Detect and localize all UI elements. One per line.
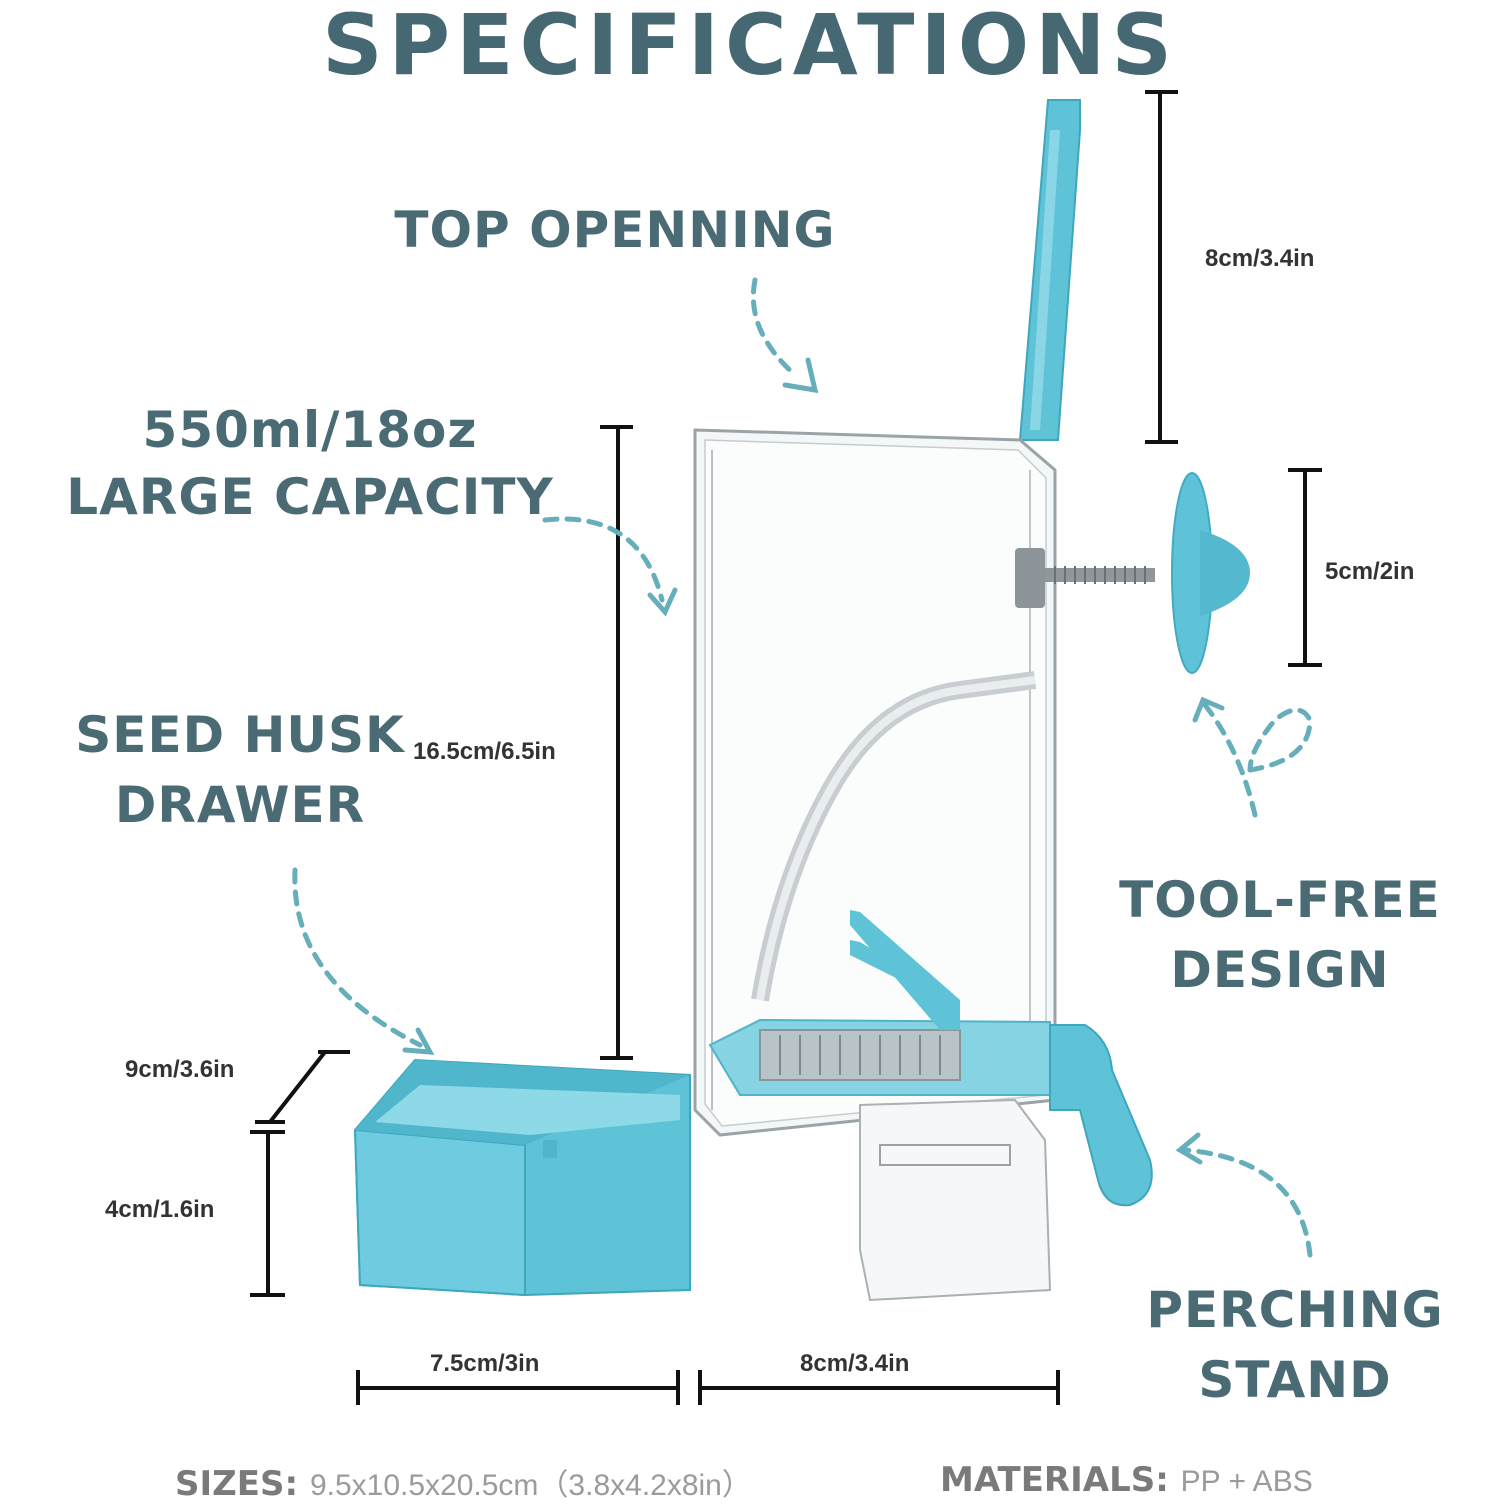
lid-height-dimension: 8cm/3.4in (1205, 245, 1315, 272)
dashed-arrow-icon (1202, 702, 1258, 818)
suction-height-dimension: 5cm/2in (1325, 558, 1415, 585)
sizes-info: SIZES: 9.5x10.5x20.5cm（3.8x4.2x8in） (175, 1460, 752, 1504)
tool-free-label-line1: TOOL-FREE (1119, 871, 1441, 929)
seed-husk-label-line1: SEED HUSK (75, 706, 405, 764)
base-tray (708, 910, 1153, 1207)
perching-label-line1: PERCHING (1146, 1281, 1444, 1339)
capacity-label: LARGE CAPACITY (66, 468, 554, 526)
sizes-value: 9.5x10.5x20.5cm（3.8x4.2x8in） (309, 1469, 752, 1502)
dashed-arrow-icon (1182, 1147, 1313, 1258)
body-width-dimension: 8cm/3.4in (800, 1350, 910, 1377)
suction-mount (1015, 472, 1250, 674)
dashed-arrow-icon (750, 277, 798, 378)
page-title: SPECIFICATIONS (322, 0, 1178, 94)
capacity-volume-label: 550ml/18oz (142, 401, 478, 459)
materials-value: PP + ABS (1180, 1465, 1313, 1498)
drawer-depth-dimension: 9cm/3.6in (125, 1056, 235, 1083)
dashed-arrow-icon (292, 867, 423, 1048)
seed-husk-drawer (353, 1058, 691, 1297)
sizes-label: SIZES: (175, 1464, 299, 1504)
lower-stand (859, 1098, 1052, 1302)
perching-label-line2: STAND (1198, 1351, 1392, 1409)
materials-info: MATERIALS: PP + ABS (940, 1460, 1313, 1500)
drawer-width-dimension: 7.5cm/3in (430, 1350, 540, 1377)
drawer-height-dimension: 4cm/1.6in (105, 1196, 215, 1223)
top-lid (1018, 99, 1081, 441)
dashed-arrow-icon (1247, 707, 1313, 773)
dashed-arrow-icon (542, 516, 665, 603)
seed-husk-label-line2: DRAWER (114, 776, 366, 834)
materials-label: MATERIALS: (940, 1460, 1169, 1500)
body-height-dimension: 16.5cm/6.5in (413, 738, 556, 765)
top-opening-label: TOP OPENNING (394, 201, 836, 259)
tool-free-label-line2: DESIGN (1170, 941, 1390, 999)
